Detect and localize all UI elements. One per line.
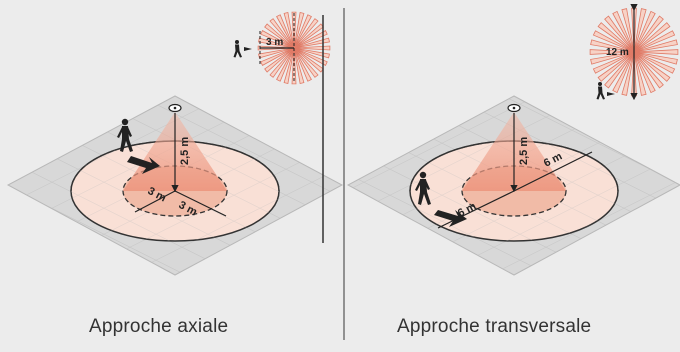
walking-person-icon: [415, 171, 431, 205]
detection-ray: [590, 39, 635, 53]
detection-ray: [633, 39, 678, 53]
caption-transversal: Approche transversale: [397, 316, 592, 337]
small-person-icon: [596, 82, 605, 100]
caption-axial: Approche axiale: [89, 316, 229, 337]
detection-ray: [293, 47, 319, 78]
detection-ray: [260, 30, 295, 49]
height-label: 2,5 m: [518, 137, 530, 165]
detection-ray: [293, 18, 319, 49]
inset-detection-pattern: 3 m: [233, 11, 331, 85]
detection-ray: [276, 14, 295, 49]
detection-ray: [258, 37, 295, 49]
detection-ray: [633, 10, 656, 53]
detection-ray: [258, 47, 295, 59]
inset-distance-label: 3 m: [266, 37, 283, 48]
detection-ray: [293, 12, 305, 49]
height-label: 2,5 m: [179, 137, 191, 165]
axial-panel: 2,5 m 3 m 3 m 3 m: [6, 11, 344, 276]
detection-ray: [276, 47, 295, 82]
approach-arrow-icon: [127, 156, 160, 174]
detection-ray: [590, 51, 635, 65]
detection-ray: [612, 51, 635, 94]
detection-ray: [589, 49, 635, 55]
detection-ray: [633, 51, 671, 82]
detection-ray: [633, 15, 664, 53]
detection-ray: [293, 23, 324, 49]
detection-ray: [293, 45, 331, 51]
inset-detection-pattern: 12 m: [589, 4, 679, 101]
detection-ray: [633, 51, 664, 89]
detection-ray: [633, 51, 676, 74]
detection-ray: [633, 51, 656, 94]
detection-ray: [592, 51, 635, 74]
detection-ray: [283, 47, 295, 84]
detection-ray: [633, 49, 679, 55]
detection-ray: [604, 51, 635, 89]
detection-ray: [592, 30, 635, 53]
transversal-panel: 2,5 m 6 m 6 m 12 m: [346, 4, 680, 276]
detection-ray: [633, 30, 676, 53]
detection-ray: [260, 47, 295, 66]
detection-ray: [293, 47, 328, 66]
detection-ray: [293, 47, 330, 59]
walking-person-icon: [117, 118, 133, 152]
detection-ray: [293, 47, 324, 73]
detection-ray: [633, 22, 671, 53]
detection-ray: [597, 51, 635, 82]
detection-ray: [293, 14, 312, 49]
approach-arrow-icon: [434, 210, 467, 227]
detection-ray: [264, 23, 295, 49]
detection-ray: [264, 47, 295, 73]
detection-ray: [597, 22, 635, 53]
detection-ray: [633, 51, 678, 65]
inset-distance-label: 12 m: [606, 47, 629, 58]
detection-ray: [293, 47, 305, 84]
detection-ray: [293, 47, 312, 82]
detection-ray: [269, 18, 295, 49]
detection-ray: [283, 12, 295, 49]
detection-ray: [612, 10, 635, 53]
detection-ray: [293, 37, 330, 49]
detection-ray: [269, 47, 295, 78]
detection-ray: [293, 30, 328, 49]
detection-ray: [604, 15, 635, 53]
small-person-icon: [233, 40, 242, 58]
